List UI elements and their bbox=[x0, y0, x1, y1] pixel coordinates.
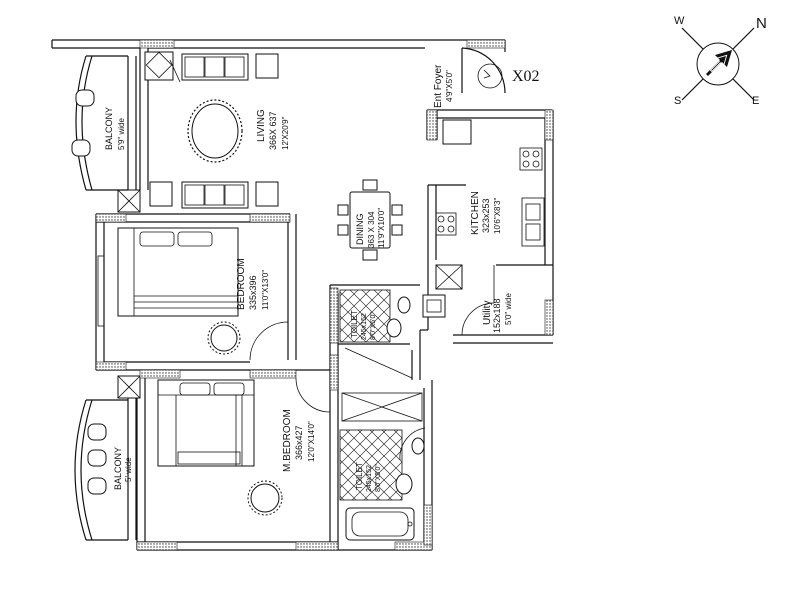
balcony-1-label: BALCONY bbox=[104, 107, 114, 150]
round-table-icon bbox=[187, 99, 243, 163]
utility-label: Utility bbox=[482, 301, 493, 325]
compass-e: E bbox=[752, 95, 759, 107]
balcony-1-width: 5'9" wide bbox=[117, 118, 126, 150]
bedroom-label: BEDROOM bbox=[236, 258, 247, 310]
balcony-2: BALCONY 5' wide bbox=[74, 399, 133, 541]
balcony-2-width: 5' wide bbox=[124, 457, 133, 482]
dining-metric: 363 X 304 bbox=[367, 211, 376, 248]
dining-label: DINING bbox=[355, 214, 365, 246]
master-bedroom: M.BEDROOM 366x427 12'0"X14'0" bbox=[157, 377, 331, 516]
bedroom-metric: 335x396 bbox=[248, 275, 258, 310]
toilet-1: TOILET 245x152 8'0"X5'0" bbox=[338, 289, 413, 380]
toilet-1-metric: 245x152 bbox=[361, 313, 368, 340]
kitchen-label: KITCHEN bbox=[470, 191, 481, 235]
toilet-2-label: TOILET bbox=[355, 462, 364, 490]
dining-imperial: 11'9"X10'0" bbox=[377, 208, 386, 248]
passage bbox=[341, 392, 423, 422]
foyer-label: Ent Foyer bbox=[433, 64, 444, 108]
utility-imperial: 5'0" wide bbox=[504, 293, 513, 325]
dining: DINING 363 X 304 11'9"X10'0" bbox=[337, 179, 403, 261]
kitchen: KITCHEN 323x253 10'6"X8'3" bbox=[435, 119, 545, 290]
living-metric: 366X 637 bbox=[268, 111, 278, 150]
compass-s: S bbox=[674, 95, 681, 107]
utility: Utility 152x188 5'0" wide bbox=[422, 265, 513, 336]
toilet-2: TOILET 245x152 8'0"X5'0" bbox=[339, 427, 426, 541]
m-bedroom-imperial: 12'0"X14'0" bbox=[307, 421, 316, 462]
living-furniture: LIVING 366X 637 12'X20'9" bbox=[144, 51, 290, 209]
kitchen-imperial: 10'6"X8'3" bbox=[493, 198, 502, 234]
foyer-size: 4'9"X5'0" bbox=[445, 70, 454, 102]
chair-icon bbox=[87, 423, 107, 495]
living-label: LIVING bbox=[256, 109, 267, 142]
toilet-2-metric: 245x152 bbox=[366, 465, 373, 492]
compass-icon: N E S W bbox=[674, 15, 767, 107]
kitchen-metric: 323x253 bbox=[481, 198, 491, 233]
compass-w: W bbox=[674, 15, 685, 27]
toilet-1-imperial: 8'0"X5'0" bbox=[370, 312, 377, 340]
m-bedroom-label: M.BEDROOM bbox=[282, 409, 293, 472]
living-imperial: 12'X20'9" bbox=[281, 116, 290, 150]
balcony-2-label: BALCONY bbox=[113, 447, 123, 490]
utility-metric: 152x188 bbox=[492, 298, 502, 333]
ent-foyer: Ent Foyer 4'9"X5'0" X02 bbox=[433, 47, 540, 108]
unit-id: X02 bbox=[512, 68, 540, 85]
toilet-2-imperial: 8'0"X5'0" bbox=[375, 464, 382, 492]
bedroom-imperial: 11'0"X13'0" bbox=[261, 270, 270, 310]
compass-n: N bbox=[756, 15, 767, 32]
toilet-1-label: TOILET bbox=[350, 310, 359, 338]
balcony-1: BALCONY 5'9" wide bbox=[71, 55, 128, 191]
bedroom: BEDROOM 335x396 11'0"X13'0" bbox=[97, 227, 289, 361]
columns bbox=[95, 39, 554, 551]
chair-icon bbox=[71, 89, 95, 157]
m-bedroom-metric: 366x427 bbox=[294, 425, 304, 460]
